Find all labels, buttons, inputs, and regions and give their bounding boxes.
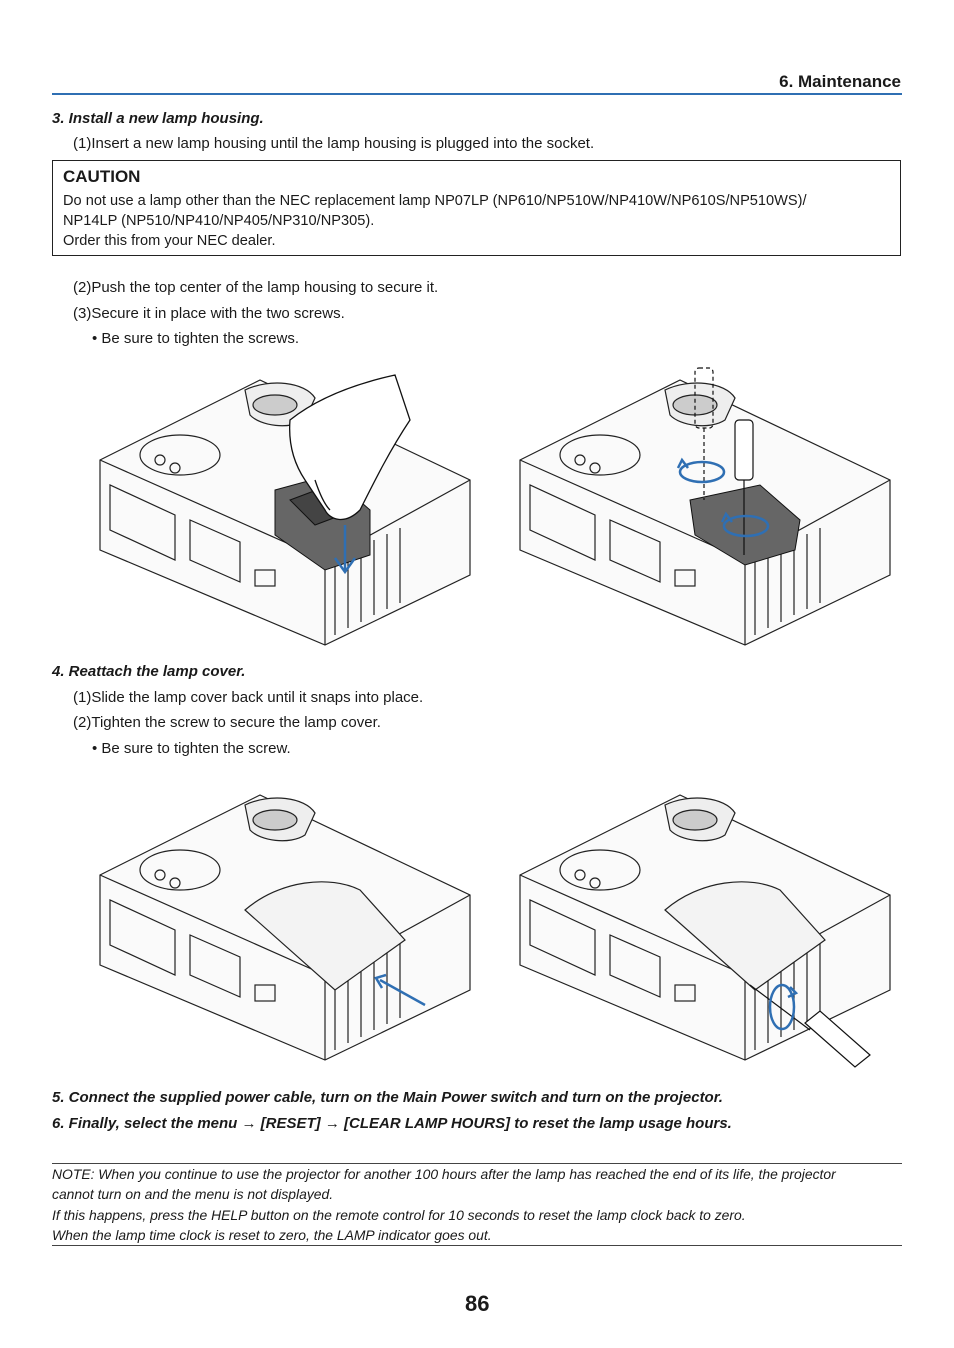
step-3-bullet: • Be sure to tighten the screws. [92, 330, 300, 347]
screwdriver-icon [749, 984, 871, 1068]
step-4-bullet: • Be sure to tighten the screw. [92, 740, 291, 757]
caution-title: CAUTION [63, 167, 141, 186]
note-line-1: NOTE: When you continue to use the proje… [52, 1166, 836, 1182]
step-5-heading: 5. Connect the supplied power cable, tur… [52, 1089, 723, 1106]
figure-insert-lamp [99, 374, 471, 646]
step-3-heading: 3. Install a new lamp housing. [52, 110, 264, 127]
header-rule [52, 93, 902, 95]
caution-line-1: Do not use a lamp other than the NEC rep… [63, 193, 807, 209]
caution-box: CAUTION Do not use a lamp other than the… [52, 160, 901, 256]
screwdriver-icon [694, 367, 754, 555]
step-3-sub-2: (2)Push the top center of the lamp housi… [73, 279, 439, 296]
note-bottom-rule [52, 1245, 902, 1246]
step-4-heading: 4. Reattach the lamp cover. [52, 663, 246, 680]
push-arrow-icon [374, 973, 426, 1007]
caution-line-2: NP14LP (NP510/NP410/NP405/NP310/NP305). [63, 213, 375, 229]
rotate-arrow-icon [676, 457, 770, 538]
caution-line-3: Order this from your NEC dealer. [63, 233, 276, 249]
lamp-housing [689, 484, 801, 566]
note-line-4: When the lamp time clock is reset to zer… [52, 1227, 492, 1243]
figure-tighten-cover-screw [519, 794, 891, 1068]
note-line-2: cannot turn on and the menu is not displ… [52, 1186, 334, 1202]
rotate-arrow-icon [768, 983, 799, 1031]
step-4-sub-1: (1)Slide the lamp cover back until it sn… [73, 689, 424, 706]
step-4-sub-2: (2)Tighten the screw to secure the lamp … [73, 714, 381, 731]
hand-icon [289, 374, 411, 521]
figure-secure-lamp [519, 367, 891, 646]
step-3-sub-3: (3)Secure it in place with the two screw… [73, 305, 345, 322]
note-top-rule [52, 1163, 902, 1164]
step-6-heading: 6. Finally, select the menu → [RESET] → … [52, 1115, 732, 1132]
note-line-3: If this happens, press the HELP button o… [52, 1207, 746, 1223]
page-number: 86 [465, 1291, 490, 1316]
figure-slide-cover [99, 794, 471, 1061]
push-arrow-icon [333, 525, 357, 575]
section-title: 6. Maintenance [779, 72, 901, 91]
step-3-sub-1: (1)Insert a new lamp housing until the l… [73, 135, 595, 152]
